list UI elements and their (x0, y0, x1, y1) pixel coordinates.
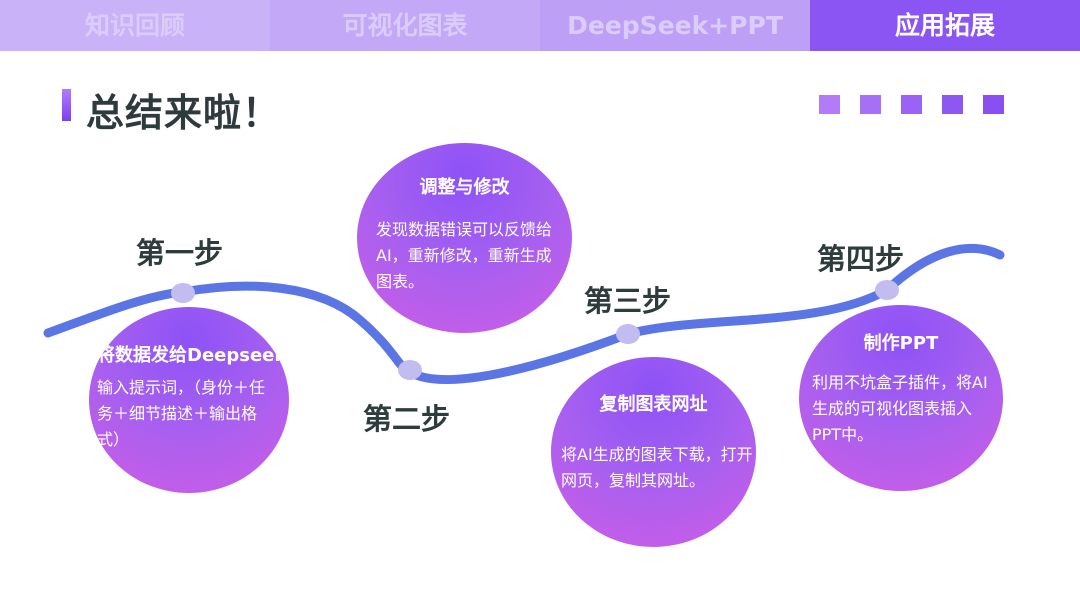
wave-dot-step-2 (398, 360, 422, 380)
wave-dot-step-1 (171, 283, 195, 303)
tab-bar: 知识回顾 可视化图表 DeepSeek+PPT 应用拓展 (0, 0, 1080, 51)
step-3-description: 将AI生成的图表下载，打开网页，复制其网址。 (561, 445, 753, 490)
decor-square (901, 95, 922, 114)
step-4-label: 第四步 (817, 242, 905, 276)
step-3-heading: 复制图表网址 (599, 394, 708, 415)
step-4-card: 制作PPT 利用不坑盒子插件，将AI生成的可视化图表插入PPT中。 (799, 305, 1003, 491)
step-2-heading: 调整与修改 (419, 177, 510, 198)
page-title: 总结来啦！ (86, 91, 282, 135)
tab-deepseek-ppt[interactable]: DeepSeek+PPT (540, 0, 810, 51)
decor-square (942, 95, 963, 114)
step-3-card: 复制图表网址 将AI生成的图表下载，打开网页，复制其网址。 (551, 357, 756, 547)
decor-square (983, 95, 1004, 114)
step-1-card: 将数据发给Deepseek 输入提示词，（身份＋任务＋细节描述＋输出格式） (89, 307, 289, 493)
tab-application-extension[interactable]: 应用拓展 (810, 0, 1080, 51)
wave-dot-step-3 (616, 324, 640, 344)
step-1-description: 输入提示词，（身份＋任务＋细节描述＋输出格式） (97, 378, 266, 449)
step-3-label: 第三步 (584, 284, 672, 318)
step-2-description: 发现数据错误可以反馈给AI，重新修改，重新生成图表。 (376, 220, 553, 291)
step-4-heading: 制作PPT (863, 333, 939, 354)
step-4-description: 利用不坑盒子插件，将AI生成的可视化图表插入PPT中。 (812, 373, 988, 444)
decor-square (819, 95, 840, 114)
step-2-card: 调整与修改 发现数据错误可以反馈给AI，重新修改，重新生成图表。 (357, 143, 572, 333)
wave-dot-step-4 (875, 280, 899, 300)
step-2-label: 第二步 (363, 402, 451, 436)
tab-knowledge-review[interactable]: 知识回顾 (0, 0, 270, 51)
decor-square (860, 95, 881, 114)
decorative-squares (819, 95, 1004, 114)
title-accent-bar (62, 89, 71, 121)
step-1-heading: 将数据发给Deepseek (97, 345, 287, 366)
tab-visual-charts[interactable]: 可视化图表 (270, 0, 540, 51)
step-1-label: 第一步 (136, 236, 224, 270)
